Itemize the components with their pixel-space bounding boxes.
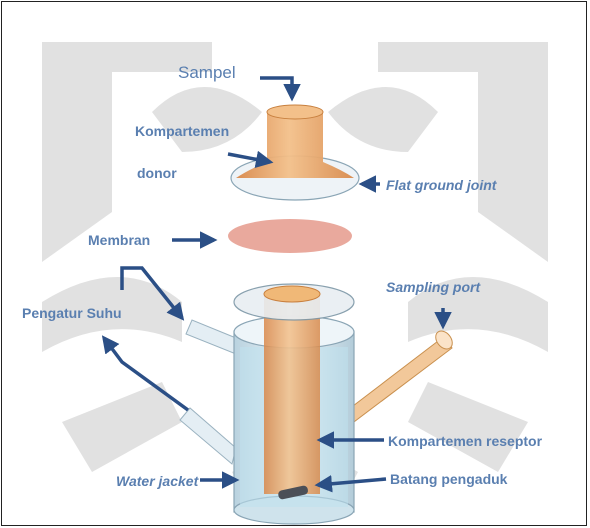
label-sampel: Sampel (178, 64, 236, 81)
membrane-disc (228, 219, 352, 253)
label-kompartemen-reseptor: Kompartemen reseptor (388, 434, 542, 448)
label-batang-pengaduk: Batang pengaduk (390, 472, 507, 486)
label-kompartemen: Kompartemen (135, 124, 229, 138)
label-pengatur-suhu: Pengatur Suhu (22, 306, 122, 320)
label-sampling-port: Sampling port (386, 280, 480, 294)
label-donor: donor (137, 166, 177, 180)
label-flat-ground-joint: Flat ground joint (386, 178, 496, 192)
label-water-jacket: Water jacket (116, 474, 198, 488)
label-membran: Membran (88, 233, 150, 247)
